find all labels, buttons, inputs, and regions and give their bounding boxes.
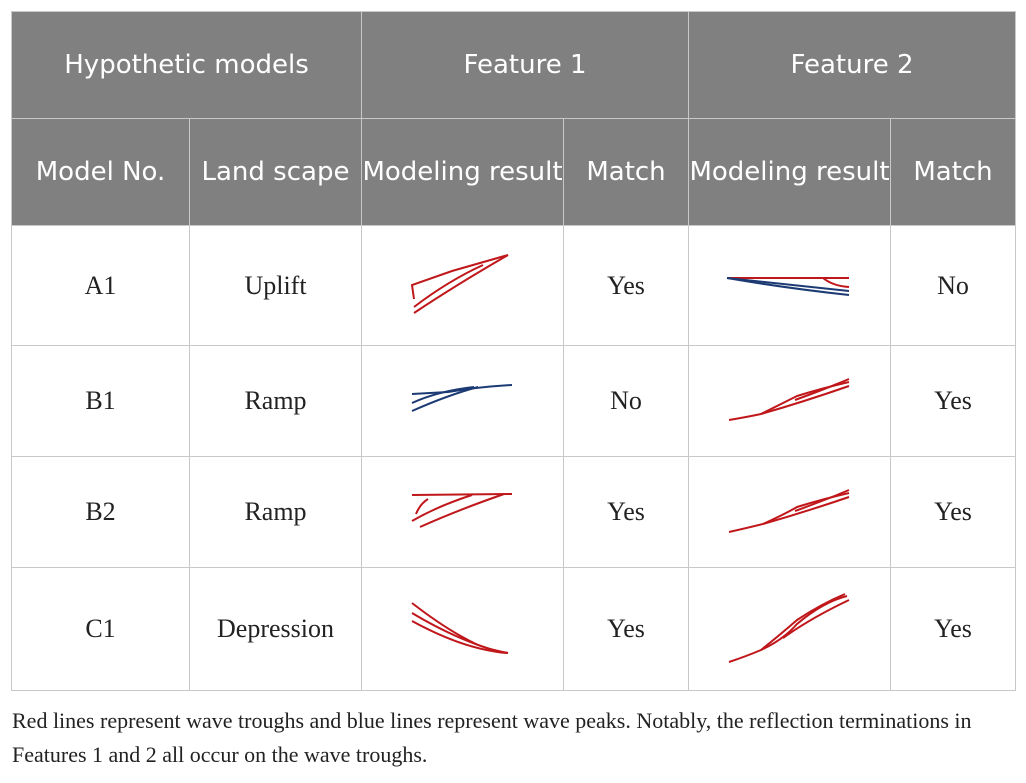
feature1-result-cell: [361, 567, 564, 691]
header-modeling-result-1: Modeling result: [361, 118, 564, 226]
red-descending-lines-icon: [410, 602, 508, 654]
red-rising-lines-icon: [728, 378, 849, 421]
table-row: C1 Depression Yes Yes: [11, 567, 1016, 691]
feature1-result-cell: [361, 345, 564, 457]
feature2-result-cell: [688, 225, 891, 346]
table-row: A1 Uplift Yes No: [11, 225, 1016, 346]
red-blue-flat-lines-icon: [726, 276, 849, 296]
match-cell: No: [563, 345, 689, 457]
landscape-cell: Uplift: [189, 225, 362, 346]
feature1-result-cell: [361, 225, 564, 346]
header-model-no: Model No.: [11, 118, 190, 226]
feature2-result-cell: [688, 567, 891, 691]
model-no-cell: A1: [11, 225, 190, 346]
model-no-cell: B2: [11, 456, 190, 568]
match-cell: Yes: [890, 345, 1016, 457]
header-row-2: Model No. Land scape Modeling result Mat…: [11, 118, 1016, 226]
match-cell: Yes: [890, 567, 1016, 691]
match-cell: Yes: [563, 567, 689, 691]
match-cell: Yes: [890, 456, 1016, 568]
feature2-result-cell: [688, 345, 891, 457]
models-table: Hypothetic models Feature 1 Feature 2 Mo…: [11, 11, 1016, 691]
match-cell: No: [890, 225, 1016, 346]
table-row: B1 Ramp No Yes: [11, 345, 1016, 457]
table-footnote: Red lines represent wave troughs and blu…: [12, 708, 972, 767]
header-landscape: Land scape: [189, 118, 362, 226]
model-no-cell: B1: [11, 345, 190, 457]
landscape-cell: Ramp: [189, 345, 362, 457]
match-cell: Yes: [563, 456, 689, 568]
feature1-result-cell: [361, 456, 564, 568]
header-match-1: Match: [563, 118, 689, 226]
header-match-2: Match: [890, 118, 1016, 226]
header-feature-2: Feature 2: [688, 11, 1016, 119]
header-modeling-result-2: Modeling result: [688, 118, 891, 226]
header-hypothetic-models: Hypothetic models: [11, 11, 362, 119]
landscape-cell: Ramp: [189, 456, 362, 568]
red-converging-lines-icon: [411, 492, 512, 528]
feature2-result-cell: [688, 456, 891, 568]
table-row: B2 Ramp Yes Yes: [11, 456, 1016, 568]
landscape-cell: Depression: [189, 567, 362, 691]
blue-converging-lines-icon: [411, 384, 512, 412]
red-steep-rising-lines-icon: [728, 592, 849, 663]
header-row-1: Hypothetic models Feature 1 Feature 2: [11, 11, 1016, 119]
red-uplift-lines-icon: [410, 253, 508, 314]
header-feature-1: Feature 1: [361, 11, 689, 119]
model-no-cell: C1: [11, 567, 190, 691]
red-rising-lines-icon: [728, 489, 849, 533]
match-cell: Yes: [563, 225, 689, 346]
